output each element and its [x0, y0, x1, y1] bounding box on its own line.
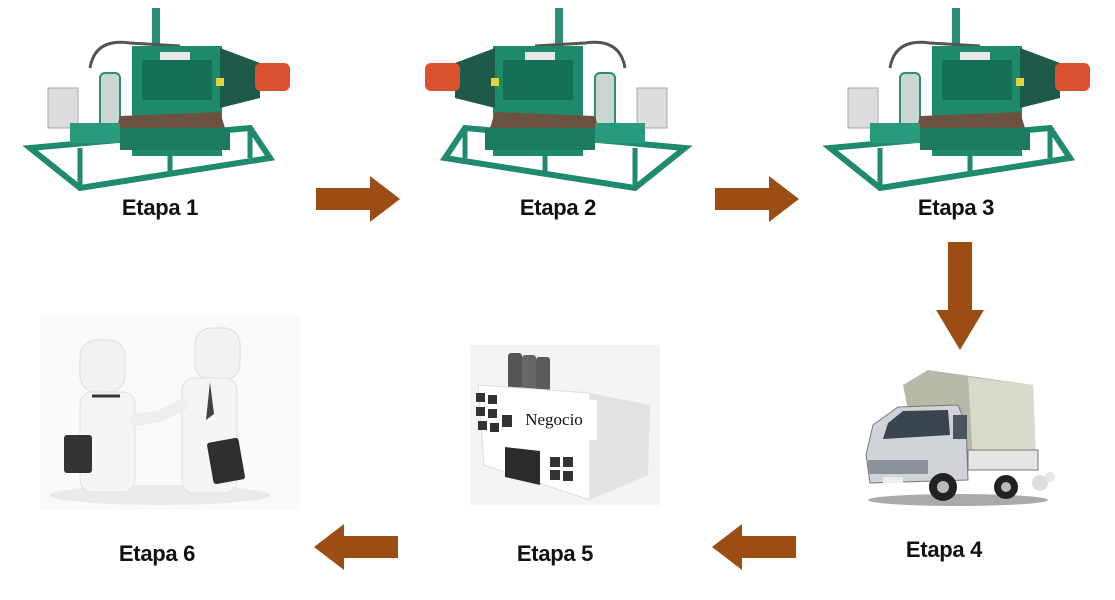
arrow-left-icon — [712, 524, 796, 570]
stage-1-label: Etapa 1 — [121, 195, 199, 220]
stage-5: Negocio — [470, 345, 660, 505]
stage-3-label: Etapa 3 — [917, 195, 995, 220]
brick-machine-icon — [820, 8, 1090, 193]
stage-2-label: Etapa 2 — [519, 195, 597, 220]
arrow-left-icon — [314, 524, 398, 570]
business-building-icon: Negocio — [470, 345, 660, 505]
brick-machine-icon — [20, 8, 290, 193]
stage-1 — [20, 8, 290, 193]
stage-2 — [425, 8, 695, 193]
stage-6-label: Etapa 6 — [118, 541, 196, 566]
arrow-right-icon — [316, 176, 400, 222]
arrow-right-icon — [715, 176, 799, 222]
handshake-icon — [40, 315, 300, 510]
brick-machine-icon — [425, 8, 695, 193]
arrow-down-icon — [936, 242, 984, 350]
delivery-truck-icon — [865, 370, 1055, 506]
stage-3 — [820, 8, 1090, 193]
stage-6 — [20, 310, 300, 510]
stage-5-label: Etapa 5 — [516, 541, 594, 566]
building-sign-text: Negocio — [525, 410, 583, 429]
stage-4-label: Etapa 4 — [905, 537, 983, 562]
stage-4 — [858, 365, 1058, 510]
